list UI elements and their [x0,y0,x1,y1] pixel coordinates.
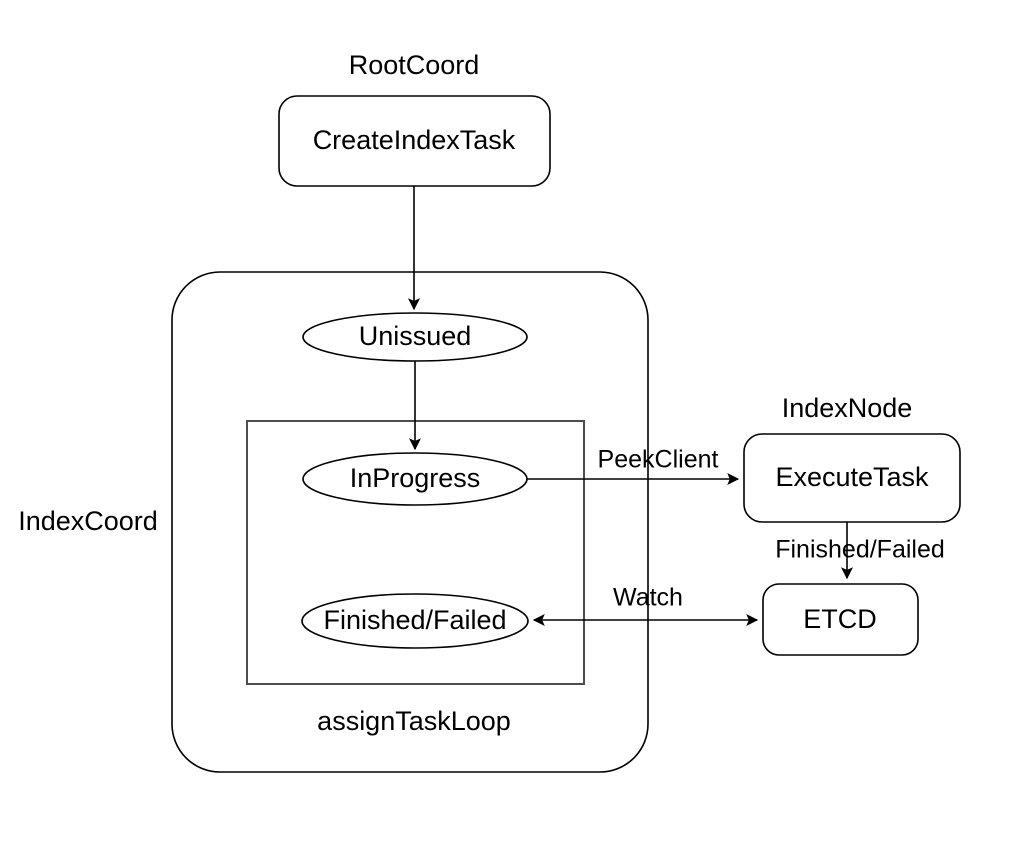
edge-label-peek-client: PeekClient [598,446,719,474]
in-progress-ellipse[interactable] [302,452,528,506]
unissued-ellipse[interactable] [302,312,528,362]
index-node-label: IndexNode [782,393,913,423]
node-execute-task[interactable]: ExecuteTask [743,433,961,523]
node-in-progress[interactable]: InProgress [302,452,528,506]
etcd-label: ETCD [803,604,877,634]
node-create-index-task[interactable]: CreateIndexTask [278,95,551,187]
execute-task-label: ExecuteTask [775,462,929,492]
finished-failed-ellipse[interactable] [301,593,529,649]
assign-task-loop-label: assignTaskLoop [317,706,511,736]
edge-label-finished-failed: Finished/Failed [775,536,945,564]
node-etcd[interactable]: ETCD [762,583,919,656]
unissued-label: Unissued [359,321,472,351]
execute-task-box[interactable] [743,433,961,523]
etcd-box[interactable] [762,583,919,656]
edge-labels-layer: PeekClient Finished/Failed Watch [598,446,945,612]
index-coord-boundary [171,271,649,773]
group-index-coord: IndexCoord [18,271,649,773]
edge-label-watch: Watch [613,584,683,612]
create-index-task-label: CreateIndexTask [313,125,516,155]
index-coord-label: IndexCoord [18,506,158,536]
create-index-task-box[interactable] [278,95,551,187]
finished-failed-label: Finished/Failed [323,605,506,635]
in-progress-label: InProgress [350,463,481,493]
node-unissued[interactable]: Unissued [302,312,528,362]
node-finished-failed-state[interactable]: Finished/Failed [301,593,529,649]
edges-layer [408,186,853,626]
root-coord-label: RootCoord [349,50,480,80]
